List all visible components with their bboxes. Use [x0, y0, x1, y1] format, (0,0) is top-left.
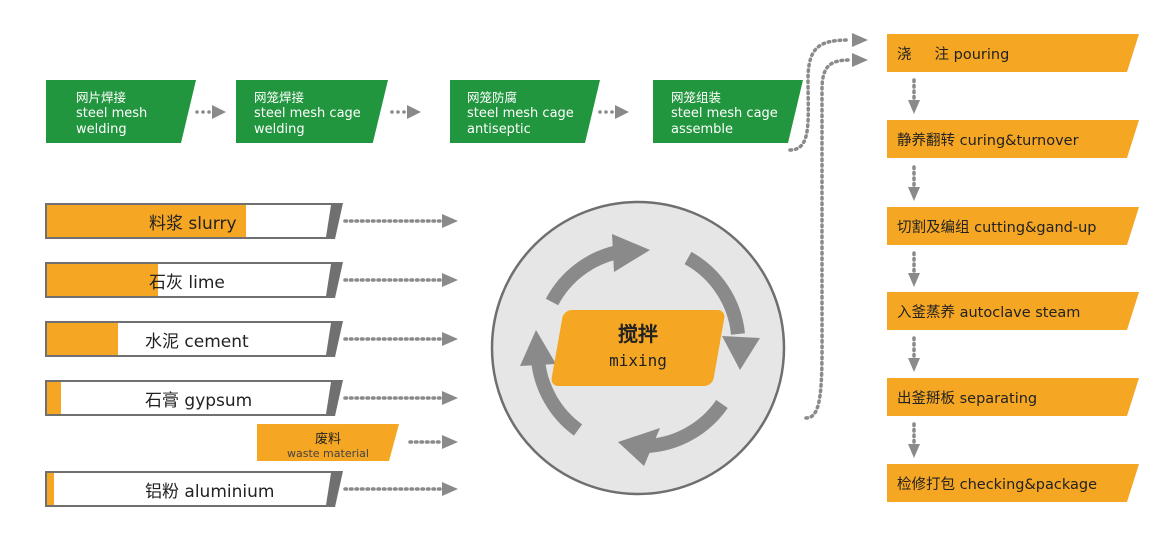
material-bar-cement: 水泥 cement	[45, 321, 343, 357]
material-bar-aluminium: 铝粉 aluminium	[45, 471, 343, 507]
step-cage-antiseptic: 网笼防腐 steel mesh cage antiseptic	[450, 80, 600, 143]
step-en-2: welding	[254, 122, 305, 137]
step-en-2: welding	[76, 122, 127, 137]
material-bar-slurry: 料浆 slurry	[45, 203, 343, 239]
pouring-connectors	[788, 38, 852, 420]
pouring-arrowheads	[852, 33, 868, 67]
step-cage-assemble: 网笼组装 steel mesh cage assemble	[653, 80, 803, 143]
step-checking-package: 检修打包 checking&package	[887, 464, 1139, 502]
step-cutting-grouping: 切割及编组 cutting&gand-up	[887, 207, 1139, 245]
material-fill	[47, 264, 158, 296]
material-fill	[47, 205, 246, 237]
step-en-1: steel mesh	[76, 106, 148, 121]
rotation-arrowheads	[520, 234, 760, 466]
mixing-label: 搅拌 mixing	[557, 318, 719, 370]
material-fill	[47, 382, 61, 414]
step-zh: 网笼组装	[671, 90, 722, 105]
step-en-1: steel mesh cage	[254, 106, 361, 121]
waste-en: waste material	[287, 447, 369, 460]
step-mesh-welding: 网片焊接 steel mesh welding	[46, 80, 196, 143]
step-zh: 网笼焊接	[254, 90, 305, 105]
material-label: 铝粉 aluminium	[145, 481, 275, 502]
rotation-arrows	[531, 245, 745, 453]
step-en-2: antiseptic	[467, 122, 531, 137]
material-label: 石膏 gypsum	[145, 390, 253, 411]
top-row-arrows	[195, 105, 629, 119]
step-zh: 网片焊接	[76, 90, 127, 105]
waste-zh: 废料	[314, 432, 341, 447]
material-fill	[47, 473, 54, 505]
step-en-1: steel mesh cage	[467, 106, 574, 121]
step-pouring: 浇 注 pouring	[887, 34, 1139, 72]
step-curing-turnover: 静养翻转 curing&turnover	[887, 120, 1139, 158]
step-zh: 网笼防腐	[467, 90, 518, 105]
step-cage-welding: 网笼焊接 steel mesh cage welding	[236, 80, 388, 143]
material-arrows	[343, 214, 458, 496]
material-bar-gypsum: 石膏 gypsum	[45, 380, 343, 416]
material-fill	[47, 323, 118, 355]
mixing-en: mixing	[609, 351, 667, 370]
step-autoclave-steam: 入釜蒸养 autoclave steam	[887, 292, 1139, 330]
material-label: 料浆 slurry	[149, 213, 237, 234]
step-separating: 出釜掰板 separating	[887, 378, 1139, 416]
step-en-1: steel mesh cage	[671, 106, 778, 121]
step-arrows	[908, 78, 920, 458]
step-en-2: assemble	[671, 122, 734, 137]
mixing-zh: 搅拌	[618, 322, 658, 346]
material-label: 水泥 cement	[145, 331, 249, 352]
material-bar-lime: 石灰 lime	[45, 262, 343, 298]
material-label: 石灰 lime	[149, 272, 225, 293]
waste-material-box: 废料 waste material	[257, 424, 399, 461]
